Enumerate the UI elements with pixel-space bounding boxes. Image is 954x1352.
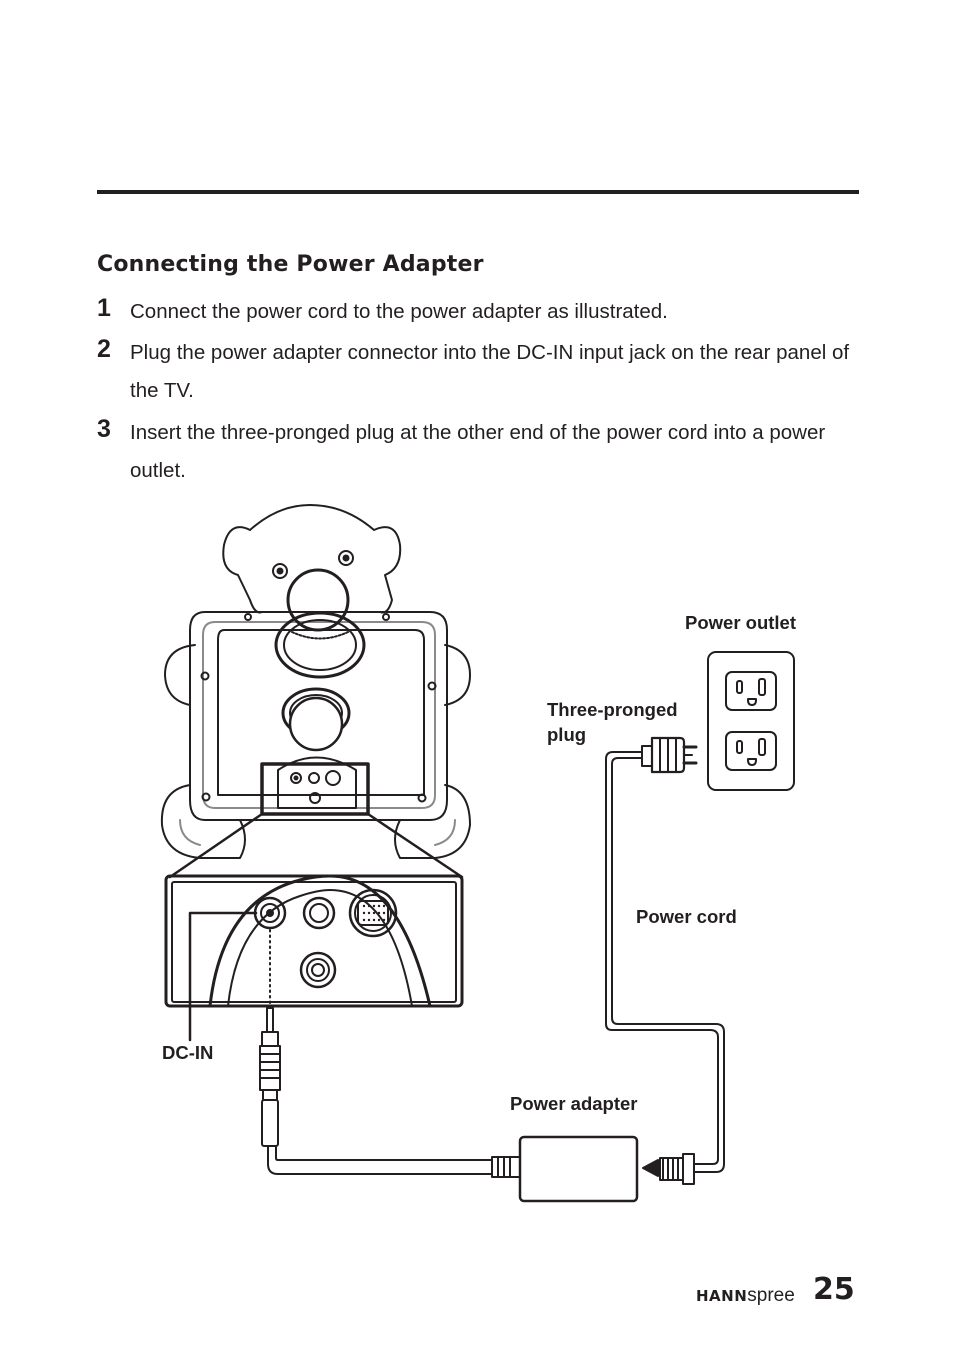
label-three-pronged-plug: Three-pronged plug: [547, 699, 678, 745]
rear-panel-zoom: [164, 874, 464, 1008]
step-number: 1: [97, 294, 111, 322]
label-power-outlet: Power outlet: [685, 612, 797, 633]
step-2: 2 Plug the power adapter connector into …: [97, 334, 867, 410]
dc-plug: [259, 1007, 281, 1147]
step-number: 2: [97, 335, 111, 363]
page-number: 25: [813, 1272, 855, 1307]
label-power-adapter: Power adapter: [510, 1093, 638, 1114]
three-pronged-plug: [641, 736, 698, 774]
step-text: Connect the power cord to the power adap…: [130, 300, 668, 323]
step-1: 1 Connect the power cord to the power ad…: [97, 293, 867, 331]
step-number: 3: [97, 415, 111, 443]
step-text: Insert the three-pronged plug at the oth…: [130, 421, 826, 482]
label-dc-in: DC-IN: [162, 1042, 214, 1063]
header-rule: [97, 190, 859, 194]
label-power-cord: Power cord: [636, 906, 737, 927]
dc-in-jack: [253, 896, 287, 930]
brand-logo: HANNspree: [696, 1285, 795, 1306]
tv-rear-illustration: [160, 504, 471, 859]
step-3: 3 Insert the three-pronged plug at the o…: [97, 414, 867, 490]
step-text: Plug the power adapter connector into th…: [130, 341, 850, 402]
section-title: Connecting the Power Adapter: [97, 252, 484, 277]
power-adapter-brick: [518, 1135, 639, 1203]
power-outlet: [707, 651, 795, 791]
